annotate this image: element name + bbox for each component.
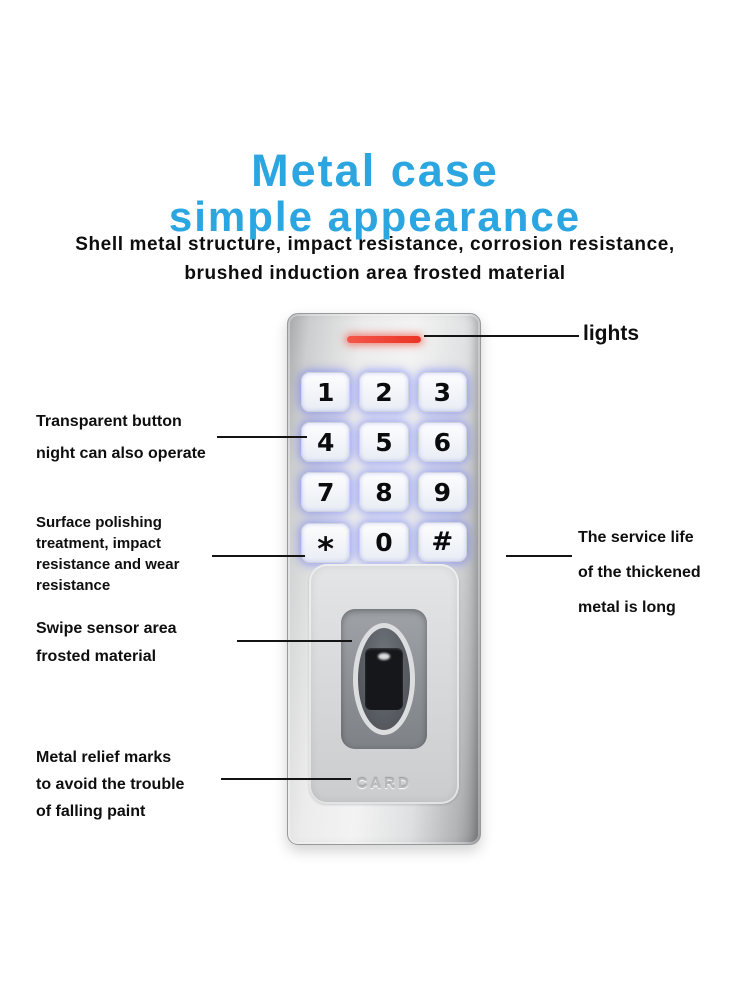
keypad-key-0: 0	[359, 522, 409, 562]
keypad-key-hash: #	[417, 522, 467, 562]
keypad-key-9: 9	[417, 472, 467, 512]
callout-line-transparent-button	[217, 436, 307, 438]
callout-transparent-line-2: night can also operate	[36, 445, 206, 462]
callout-line-surface-polishing	[212, 555, 305, 557]
fingerprint-recess	[341, 609, 427, 749]
callout-service-line-3: metal is long	[578, 599, 676, 616]
callout-surface-line-1: Surface polishing	[36, 514, 162, 531]
callout-surface-polishing: Surface polishing treatment, impact resi…	[36, 512, 179, 596]
led-light	[347, 336, 421, 343]
fingerprint-sensor	[353, 623, 415, 735]
callout-surface-line-2: treatment, impact	[36, 535, 162, 552]
keypad-key-7: 7	[301, 472, 351, 512]
keypad-key-5: 5	[359, 422, 409, 462]
callout-line-lights	[424, 335, 579, 337]
page-title: Metal case simple appearance	[0, 145, 750, 240]
keypad: 1 2 3 4 5 6 7 8 9 * 0 #	[301, 372, 467, 568]
keypad-key-4: 4	[301, 422, 351, 462]
callout-surface-line-3: resistance and wear	[36, 556, 180, 573]
callout-line-swipe-sensor	[237, 640, 352, 642]
callout-relief-line-3: of falling paint	[36, 803, 146, 820]
callout-line-metal-relief	[221, 778, 351, 780]
callout-service-line-1: The service life	[578, 529, 694, 546]
title-line-1: Metal case	[251, 145, 499, 196]
callout-swipe-line-1: Swipe sensor area	[36, 620, 177, 637]
fingerprint-glint	[378, 653, 390, 660]
access-control-device: 1 2 3 4 5 6 7 8 9 * 0 # CARD	[287, 313, 481, 845]
callout-relief-line-2: to avoid the trouble	[36, 776, 185, 793]
page-subtitle: Shell metal structure, impact resistance…	[0, 230, 750, 288]
callout-lights-label: lights	[583, 322, 639, 345]
callout-lights: lights	[583, 322, 639, 346]
keypad-key-1: 1	[301, 372, 351, 412]
callout-service-life: The service life of the thickened metal …	[578, 520, 701, 625]
keypad-key-6: 6	[417, 422, 467, 462]
keypad-key-star-glyph: *	[317, 530, 335, 568]
callout-service-line-2: of the thickened	[578, 564, 701, 581]
callout-swipe-line-2: frosted material	[36, 648, 157, 665]
title-line-2: simple appearance	[168, 192, 582, 240]
keypad-key-3: 3	[417, 372, 467, 412]
callout-transparent-line-1: Transparent button	[36, 413, 182, 430]
callout-transparent-button: Transparent button night can also operat…	[36, 406, 206, 470]
fingerprint-window	[365, 648, 403, 710]
callout-surface-line-4: resistance	[36, 577, 111, 594]
callout-swipe-sensor: Swipe sensor area frosted material	[36, 615, 177, 671]
callout-relief-line-1: Metal relief marks	[36, 749, 172, 766]
callout-metal-relief: Metal relief marks to avoid the trouble …	[36, 744, 184, 825]
keypad-key-8: 8	[359, 472, 409, 512]
subtitle-line-2: brushed induction area frosted material	[184, 263, 566, 284]
keypad-key-star: *	[301, 523, 351, 568]
fingerprint-panel: CARD	[309, 564, 459, 804]
card-label: CARD	[356, 775, 412, 792]
callout-line-service-life	[506, 555, 572, 557]
subtitle-line-1: Shell metal structure, impact resistance…	[75, 234, 675, 255]
keypad-key-2: 2	[359, 372, 409, 412]
